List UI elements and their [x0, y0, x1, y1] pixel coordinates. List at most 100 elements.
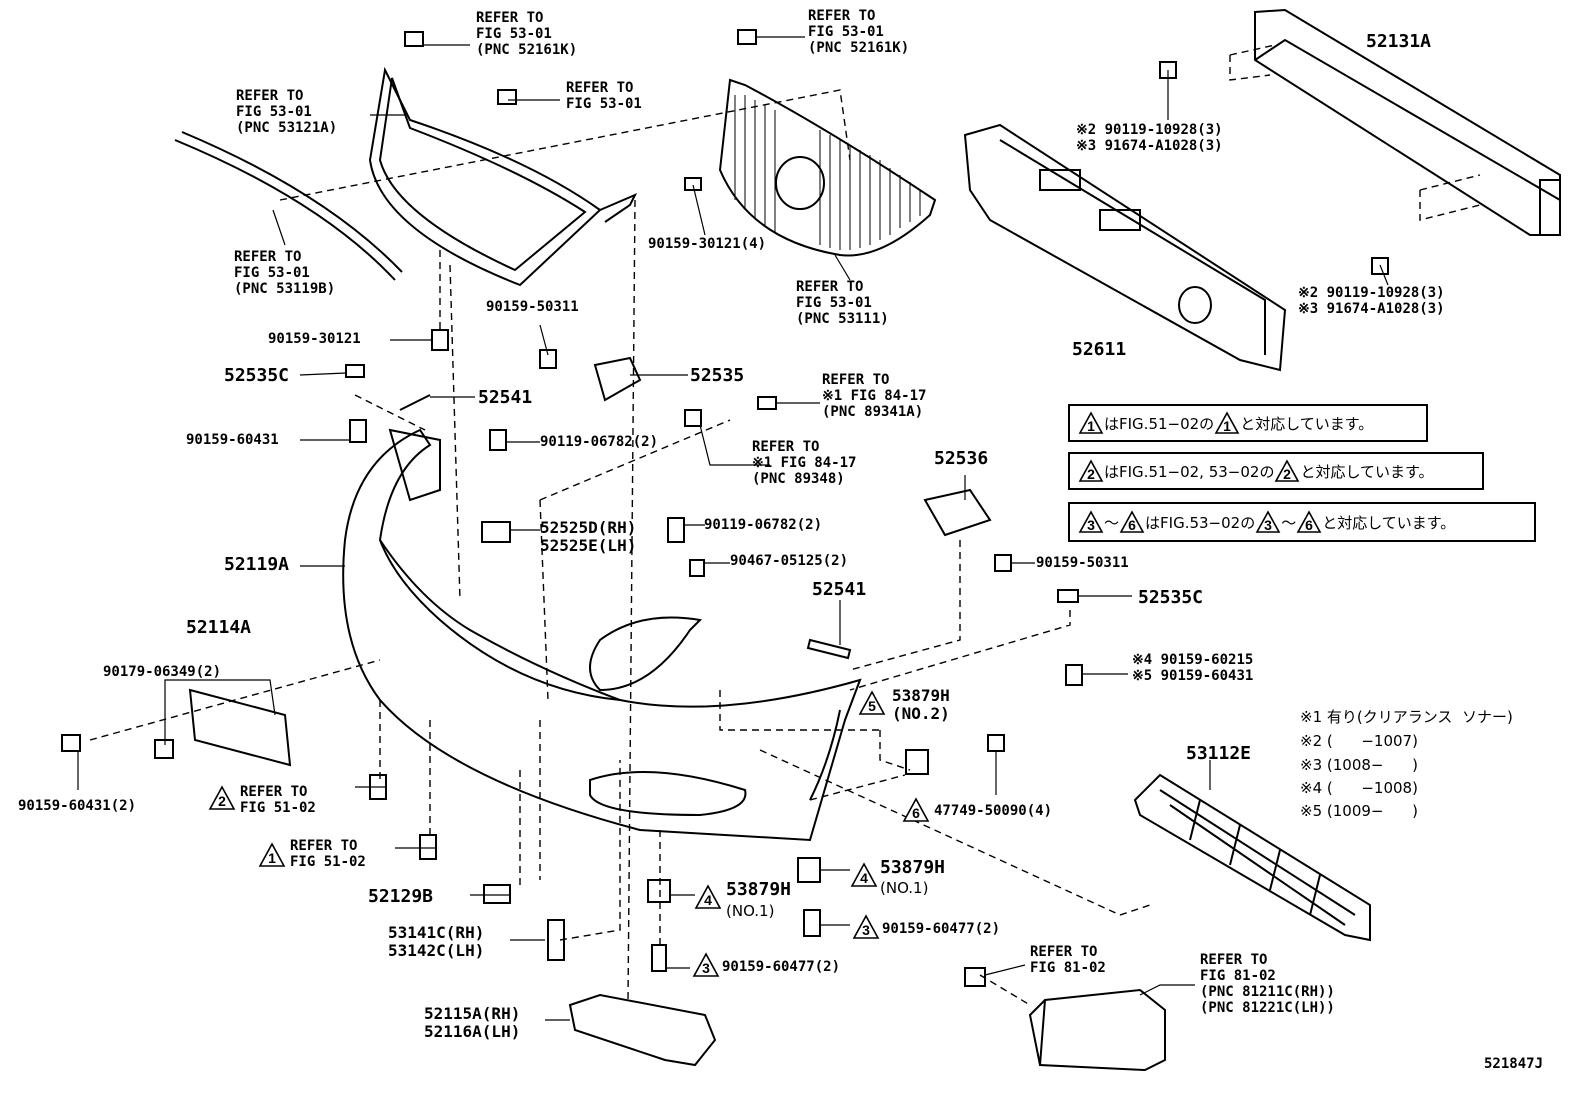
warning-triangle-icon: 3: [1078, 510, 1104, 533]
part-number: 52611: [1072, 339, 1127, 360]
part-number: 53112E: [1186, 743, 1252, 764]
part-number: 90119-06782(2): [540, 434, 659, 450]
fog-lamp: [1028, 988, 1166, 1072]
ref-label: REFER TO FIG 53-01 (PNC 53111): [796, 279, 889, 328]
svg-text:3: 3: [862, 922, 870, 938]
part-number: 47749-50090(4): [934, 803, 1053, 819]
energy-absorber: [963, 123, 1287, 372]
note-text: はFIG.51−02の: [1104, 414, 1215, 433]
svg-text:1: 1: [1223, 418, 1231, 434]
part-number: 52525D(RH) 52525E(LH): [540, 518, 637, 556]
svg-text:3: 3: [1087, 517, 1095, 533]
marker-triangle-icon: 3: [852, 914, 880, 939]
note-text: 〜: [1104, 513, 1120, 532]
part-number: 90159-30121(4): [648, 236, 767, 252]
side-bracket: [568, 993, 717, 1067]
marker-triangle-icon: 1: [258, 842, 286, 867]
marker-triangle-icon: 2: [208, 785, 236, 810]
warning-triangle-icon: 3: [1255, 510, 1281, 533]
svg-text:6: 6: [1305, 517, 1313, 533]
footnote-2: ※2 ( −1007): [1300, 732, 1418, 750]
part-number: ※4 90159-60215 ※5 90159-60431: [1132, 652, 1254, 685]
marker-triangle-icon: 6: [902, 797, 930, 822]
part-number: 52535C: [224, 365, 290, 386]
warning-triangle-icon: 2: [1275, 459, 1300, 482]
svg-text:3: 3: [1264, 517, 1272, 533]
part-number: 90159-50311: [486, 299, 579, 315]
lower-grille: [1133, 773, 1371, 942]
fasteners: [61, 29, 1389, 987]
lead-lines: [77, 36, 1389, 1021]
ref-label: REFER TO FIG 81-02 (PNC 81211C(RH)) (PNC…: [1200, 952, 1335, 1017]
ref-label: REFER TO ※1 FIG 84-17 (PNC 89341A): [822, 372, 927, 421]
part-number: 90119-06782(2): [704, 517, 823, 533]
part-number: ※2 90119-10928(3) ※3 91674-A1028(3): [1298, 285, 1445, 318]
note-text: はFIG.53−02の: [1145, 513, 1256, 532]
svg-text:4: 4: [704, 892, 712, 908]
part-number: 52536: [934, 448, 989, 469]
radiator-grille: [718, 78, 937, 257]
svg-text:4: 4: [860, 870, 868, 886]
svg-text:2: 2: [218, 793, 226, 809]
part-number: 90159-60477(2): [722, 959, 841, 975]
part-number: 52535: [690, 365, 745, 386]
part-number: 52115A(RH) 52116A(LH): [424, 1004, 521, 1042]
part-number: 90179-06349(2): [103, 664, 222, 680]
part-number: 90159-50311: [1036, 555, 1129, 571]
note-box-2: 2 はFIG.51−02, 53−02の 2 と対応しています。: [1068, 452, 1484, 490]
marker-triangle-icon: 3: [692, 952, 720, 977]
note-text: と対応しています。: [1322, 513, 1456, 532]
warning-triangle-icon: 2: [1078, 459, 1104, 482]
part-number: 90159-60477(2): [882, 921, 1001, 937]
svg-text:3: 3: [702, 960, 710, 976]
bumper-reinforcement: [1254, 8, 1561, 236]
footnote-3: ※3 (1008− ): [1300, 756, 1418, 774]
assembly-lines: [89, 44, 1481, 1006]
warning-triangle-icon: 1: [1078, 411, 1104, 434]
part-number: 53141C(RH) 53142C(LH): [388, 923, 485, 961]
ref-label: REFER TO FIG 53-01: [566, 80, 642, 113]
part-number: 52119A: [224, 554, 290, 575]
diagram-id: 521847J: [1484, 1056, 1544, 1072]
ref-label: REFER TO FIG 51-02: [290, 838, 366, 871]
part-number: ※2 90119-10928(3) ※3 91674-A1028(3): [1076, 122, 1223, 155]
part-number: 53879H: [880, 857, 946, 878]
upper-grille-frame: [368, 66, 638, 287]
grille-hatching: [734, 95, 921, 250]
license-bracket: [154, 688, 292, 767]
marker-triangle-icon: 5: [858, 690, 886, 715]
front-bumper-cover: [342, 428, 862, 842]
part-number: 52535C: [1138, 587, 1204, 608]
note-box-3: 3 〜 6 はFIG.53−02の 3 〜 6 と対応しています。: [1068, 502, 1536, 542]
part-number: 52541: [478, 387, 533, 408]
part-number: 52114A: [186, 617, 252, 638]
note-text: と対応しています。: [1300, 462, 1434, 481]
ref-label: REFER TO FIG 81-02: [1030, 944, 1106, 977]
footnote-5: ※5 (1009− ): [1300, 802, 1418, 820]
part-number: 53879H: [726, 879, 792, 900]
svg-text:6: 6: [912, 805, 920, 821]
warning-triangle-icon: 6: [1119, 510, 1145, 533]
svg-text:6: 6: [1128, 517, 1136, 533]
part-number: 90159-60431(2): [18, 798, 137, 814]
note-text: はFIG.51−02, 53−02の: [1104, 462, 1275, 481]
part-number: 52131A: [1366, 31, 1432, 52]
part-number: 53879H (NO.2): [892, 686, 950, 724]
part-number: 90159-60431: [186, 432, 279, 448]
part-number: 52129B: [368, 886, 434, 907]
svg-text:2: 2: [1087, 466, 1095, 482]
footnote-4: ※4 ( −1008): [1300, 779, 1418, 797]
part-sub: (NO.1): [726, 902, 775, 920]
ref-label: REFER TO FIG 53-01 (PNC 52161K): [476, 10, 578, 59]
ref-label: REFER TO FIG 53-01 (PNC 52161K): [808, 8, 910, 57]
ref-label: REFER TO FIG 53-01 (PNC 53119B): [234, 249, 336, 298]
marker-triangle-icon: 4: [850, 862, 878, 887]
molding-strip: [174, 131, 403, 281]
part-sub: (NO.1): [880, 879, 929, 897]
note-text: と対応しています。: [1240, 414, 1374, 433]
note-box-1: 1 はFIG.51−02の 1 と対応しています。: [1068, 404, 1428, 442]
warning-triangle-icon: 6: [1296, 510, 1322, 533]
svg-text:5: 5: [868, 698, 876, 714]
